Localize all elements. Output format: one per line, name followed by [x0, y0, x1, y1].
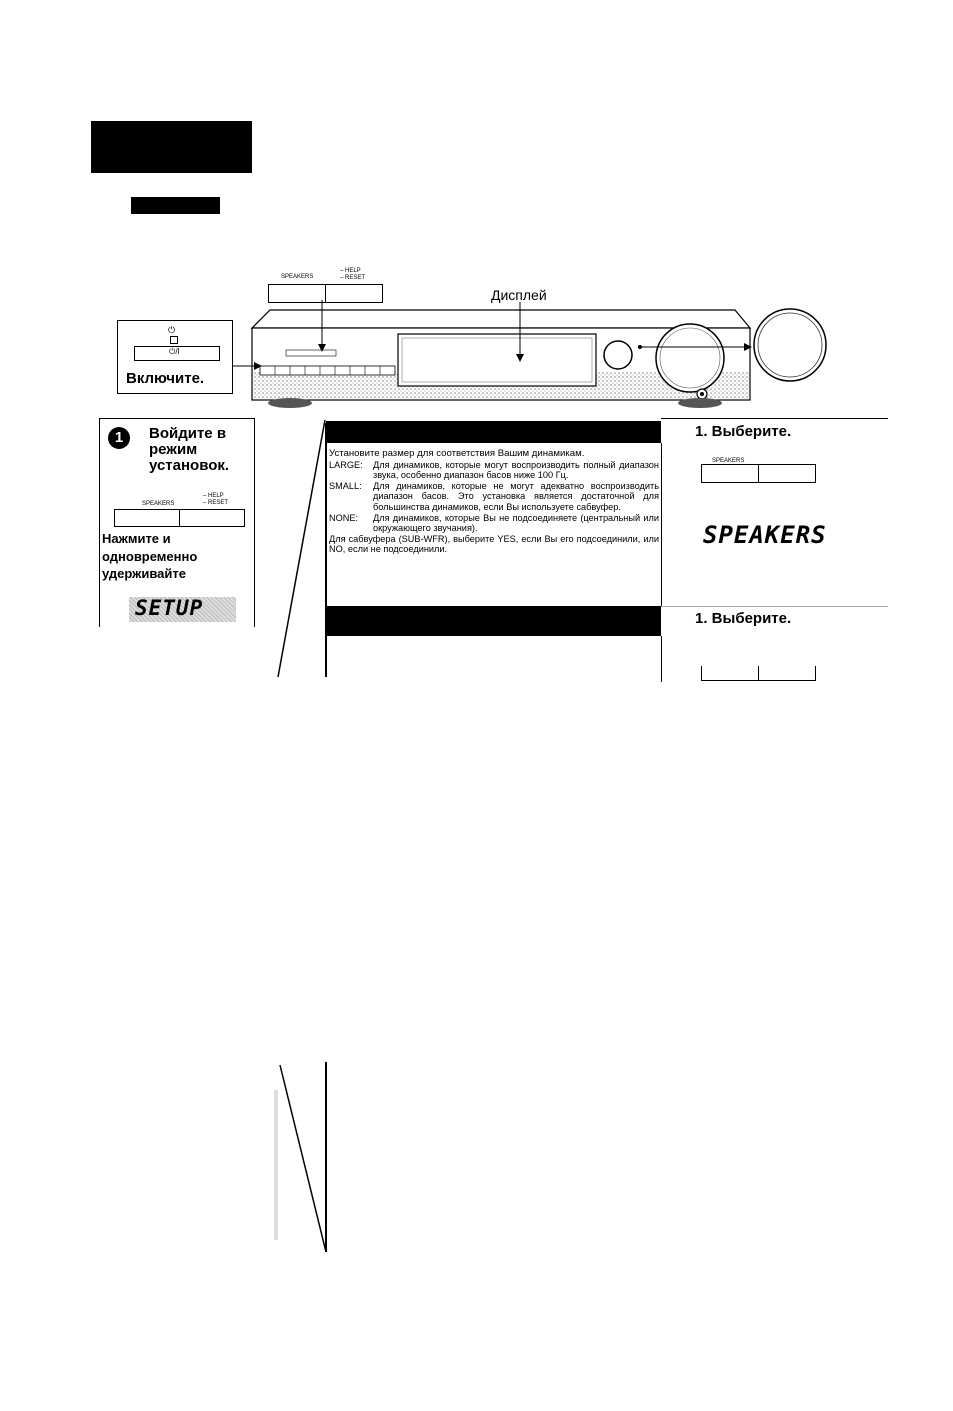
select-column-divider-mid — [661, 606, 888, 607]
speakers-display: SPEAKERS — [703, 521, 827, 549]
step1-title-line: Войдите в — [149, 425, 227, 442]
step1-number-badge: 1 — [108, 427, 130, 449]
speakers-help-buttons-top — [268, 284, 383, 303]
speaker-size-panel-header — [326, 421, 661, 443]
subtitle-block — [131, 197, 220, 214]
step1-number: 1 — [114, 429, 124, 446]
option-none: NONE: Для динамиков, которые Вы не подсо… — [329, 513, 659, 534]
power-step-box — [117, 320, 233, 394]
setup-display-bg — [129, 597, 236, 622]
option-key: NONE: — [329, 512, 359, 523]
step1-instruction-line: одновременно — [102, 548, 198, 564]
power-indicator — [170, 336, 178, 344]
display-label: Дисплей — [491, 287, 547, 303]
option-key: LARGE: — [329, 459, 363, 470]
speaker-size-text: Установите размер для соответствия Вашим… — [329, 448, 659, 555]
select-step-label-2: 1. Выберите. — [695, 610, 792, 627]
speakers-buttons-select-2 — [701, 666, 816, 681]
speakers-buttons-select — [701, 464, 816, 483]
reset-label-top: – RESET — [340, 275, 366, 281]
setup-display: SETUP — [135, 596, 204, 620]
volume-knob-callout — [753, 308, 827, 382]
option-text: Для динамиков, которые не могут адекватн… — [373, 480, 659, 512]
power-step-caption: Включите. — [126, 370, 205, 387]
title-block — [91, 121, 252, 173]
second-panel-body — [326, 636, 662, 682]
option-text: Для динамиков, которые Вы не подсоединяе… — [373, 512, 659, 534]
receiver-illustration — [232, 300, 752, 408]
power-button: ⏻/I — [134, 346, 220, 361]
speaker-size-panel — [326, 443, 662, 606]
subwoofer-note: Для сабвуфера (SUB-WFR), выберите YES, е… — [329, 533, 659, 555]
power-icon: ⏻ — [168, 325, 176, 335]
step1-instruction: Нажмите и одновременно удерживайте — [102, 530, 197, 583]
option-large: LARGE: Для динамиков, которые могут восп… — [329, 460, 659, 481]
help-label-step1: – HELP — [203, 493, 224, 499]
speakers-help-buttons-step1 — [114, 509, 245, 527]
speaker-size-intro: Установите размер для соответствия Вашим… — [329, 448, 585, 459]
step1-title: Войдите в режим установок. — [149, 426, 229, 474]
reset-label-step1: – RESET — [203, 500, 229, 506]
power-button-label: ⏻/I — [169, 347, 180, 356]
speakers-label-step1: SPEAKERS — [142, 501, 175, 507]
help-label-top: – HELP — [340, 268, 361, 274]
option-small: SMALL: Для динамиков, которые не могут а… — [329, 481, 659, 513]
select-step-label-1: 1. Выберите. — [695, 423, 792, 440]
step1-title-line: режим — [149, 441, 198, 458]
step1-instruction-line: Нажмите и — [102, 531, 171, 546]
step1-box — [99, 418, 255, 627]
speakers-label-select: SPEAKERS — [712, 458, 745, 464]
step1-instruction-line: удерживайте — [102, 566, 187, 581]
speakers-label-top: SPEAKERS — [281, 274, 314, 280]
select-column-divider-top — [661, 418, 888, 419]
second-panel-header — [326, 606, 661, 636]
option-key: SMALL: — [329, 480, 362, 491]
option-text: Для динамиков, которые могут воспроизвод… — [373, 459, 659, 481]
step1-title-line: установок. — [149, 457, 230, 474]
lower-connector-lines — [274, 1062, 327, 1253]
